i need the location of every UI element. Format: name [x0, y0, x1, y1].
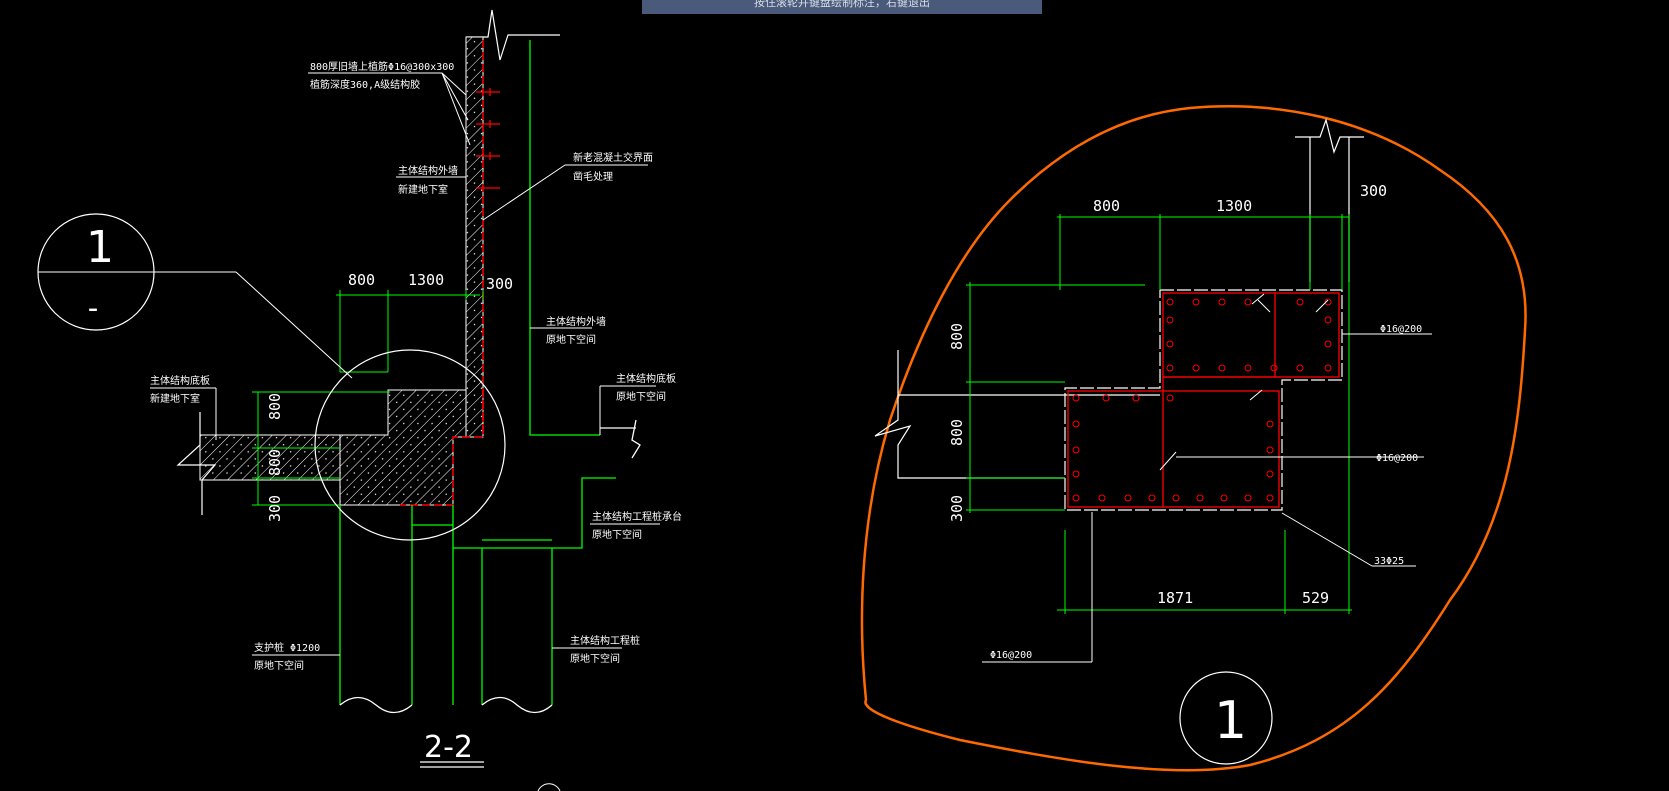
- left-dimensions: [252, 290, 484, 506]
- right-dimensions: [966, 214, 1352, 614]
- tie-marks: [1249, 293, 1329, 401]
- note-wall-new-line1: 主体结构外墙: [398, 164, 458, 177]
- note-wall-old-line2: 原地下空间: [546, 333, 596, 346]
- break-line-top: [466, 9, 560, 61]
- right-dim-1871: 1871: [1157, 589, 1193, 607]
- note-slab-old-line2: 原地下空间: [616, 390, 666, 403]
- left-dim-300: 300: [486, 275, 513, 293]
- callout-number-right: 1: [1214, 691, 1247, 751]
- note-pile-support-line1: 支护桩 Φ1200: [254, 641, 320, 654]
- dowel-bars: [476, 88, 500, 189]
- note-cap-line1: 主体结构工程桩承台: [592, 510, 682, 523]
- rebar-label-middle: Φ16@200: [1376, 453, 1418, 464]
- note-cap-line2: 原地下空间: [592, 528, 642, 541]
- callout-sub-left: -: [84, 291, 102, 326]
- note-slab-old-line1: 主体结构底板: [616, 372, 676, 385]
- note-slab-new-line1: 主体结构底板: [150, 374, 210, 387]
- note-bolt-line2: 植筋深度360,A级结构胶: [310, 78, 420, 91]
- new-slab-hatch: [199, 434, 341, 481]
- note-wall-old-line1: 主体结构外墙: [546, 315, 606, 328]
- note-pile-eng-line2: 原地下空间: [570, 652, 620, 665]
- command-hint-bar: 按住滚轮并键盘绘制标注，右键退出: [642, 0, 1042, 14]
- break-line-detail-left: [874, 350, 1065, 479]
- right-dim-side-800a: 800: [948, 323, 966, 350]
- right-leaders: [982, 333, 1432, 663]
- detail-1-drawing: 800 1300 300 800 800 300 1871 529 Φ16@20…: [860, 105, 1527, 772]
- right-dim-300: 300: [1360, 182, 1387, 200]
- existing-structure: [339, 40, 641, 714]
- footing-outline: [1064, 289, 1343, 511]
- section-2-2-drawing: 800 1300 300 800 800 300 1 -: [37, 9, 682, 768]
- break-line-slab: [176, 412, 217, 515]
- command-hint-text: 按住滚轮并键盘绘制标注，右键退出: [754, 0, 930, 9]
- left-leaders: [150, 72, 660, 656]
- rebar-label-main: 33Φ25: [1374, 556, 1404, 567]
- new-wall-hatch: [465, 36, 484, 438]
- detail-circle: [314, 349, 506, 541]
- note-bolt-line1: 800厚旧墙上植筋Φ16@300x300: [310, 60, 454, 73]
- note-pile-support-line2: 原地下空间: [254, 659, 304, 672]
- note-interface-line2: 凿毛处理: [573, 170, 613, 183]
- note-slab-new-line2: 新建地下室: [150, 392, 200, 405]
- rebar-dots: [1072, 298, 1332, 502]
- rebar-cages: [1067, 292, 1340, 508]
- right-dim-529: 529: [1302, 589, 1329, 607]
- right-dim-800: 800: [1093, 197, 1120, 215]
- left-dim-side-300: 300: [266, 495, 284, 522]
- left-dim-side-800b: 800: [266, 449, 284, 476]
- note-wall-new-line2: 新建地下室: [398, 183, 448, 196]
- callout-bubble-right: [1179, 671, 1273, 765]
- new-footing-hatch: [339, 389, 467, 506]
- partial-symbol-bottom: [537, 783, 561, 791]
- rebar-label-lower: Φ16@200: [990, 650, 1032, 661]
- section-title: 2-2: [424, 730, 473, 765]
- note-interface-line1: 新老混凝土交界面: [573, 151, 653, 164]
- note-pile-eng-line1: 主体结构工程桩: [570, 634, 640, 647]
- right-dim-side-800b: 800: [948, 419, 966, 446]
- revision-cloud: [860, 105, 1527, 772]
- left-dim-1300: 1300: [408, 271, 444, 289]
- callout-number-left: 1: [86, 222, 114, 273]
- left-dim-side-800a: 800: [266, 393, 284, 420]
- break-line-detail-top: [1295, 117, 1364, 154]
- right-dim-1300: 1300: [1216, 197, 1252, 215]
- footing-interface: [400, 390, 484, 506]
- left-dim-800: 800: [348, 271, 375, 289]
- rebar-label-upper: Φ16@200: [1380, 324, 1422, 335]
- right-dim-side-300: 300: [948, 495, 966, 522]
